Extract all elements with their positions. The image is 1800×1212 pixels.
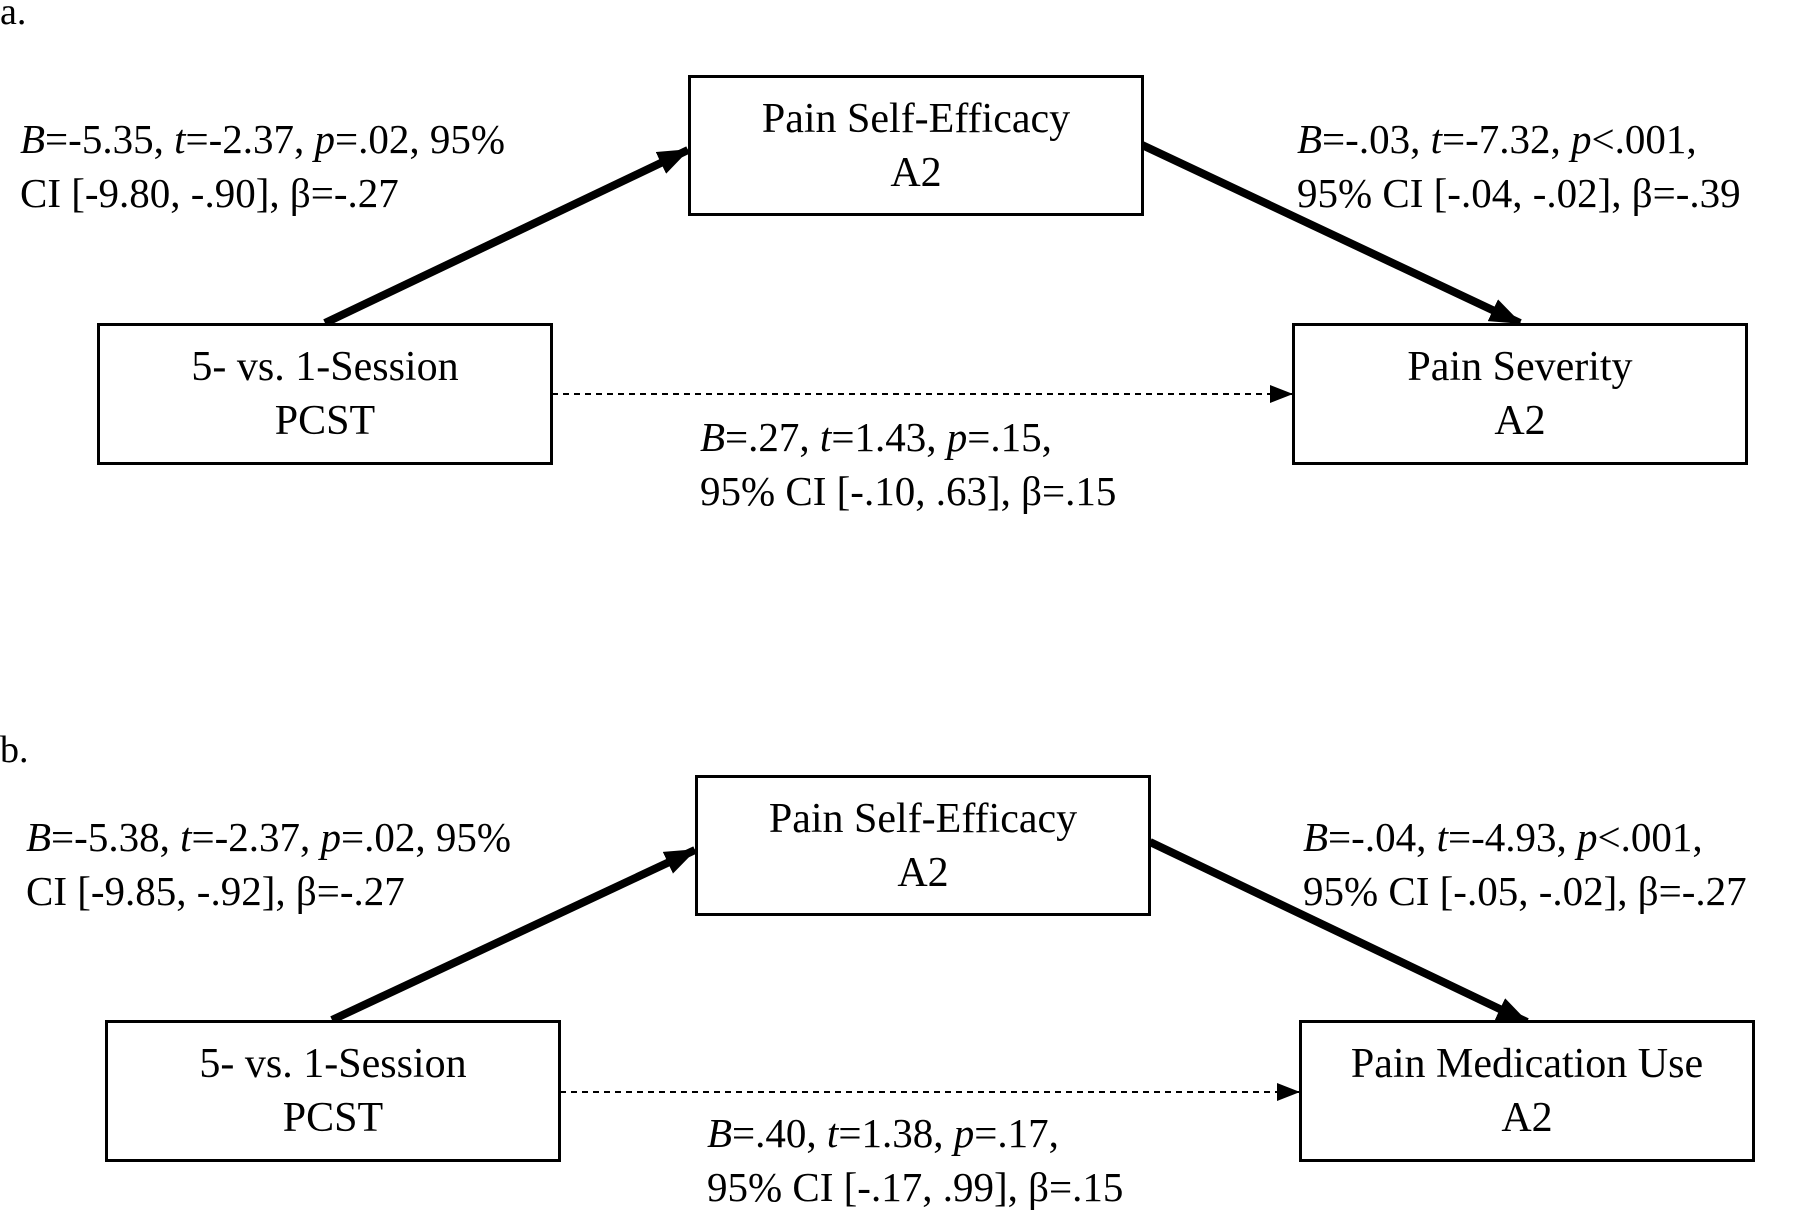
predictor-name: 5- vs. 1-Session [191,344,459,390]
path-a-stats-line1: B=-5.35, t=-2.37, p=.02, 95% [20,112,505,166]
outcome-name: Pain Medication Use [1350,1041,1704,1087]
p-value: <.001, [1597,814,1703,860]
p-symbol: p [953,1110,975,1156]
path-b-stats-line1: B=-.03, t=-7.32, p<.001, [1297,112,1741,166]
path-c-stats-line2: 95% CI [-.10, .63], β=.15 [700,468,1117,514]
t-symbol: t [1436,814,1448,860]
p-value: =.15, [967,414,1052,460]
coef-symbol-b: B [707,1110,733,1156]
mediator-box-panel-b: Pain Self-Efficacy A2 [695,775,1151,916]
t-value: =-2.37, [191,814,321,860]
panel-label-b: b. [0,729,29,771]
mediator-timepoint: A2 [890,149,942,196]
path-c-stats-line1: B=.40, t=1.38, p=.17, [707,1106,1123,1160]
path-b-stats-line1: B=-.04, t=-4.93, p<.001, [1303,810,1747,864]
predictor-box-panel-a: 5- vs. 1-Session PCST [97,323,553,465]
path-b-stats-line2: 95% CI [-.05, -.02], β=-.27 [1303,868,1747,914]
path-a-stats-line2: CI [-9.85, -.92], β=-.27 [26,868,405,914]
coef-value: =.27, [725,414,820,460]
path-b-arrow-panel-a [1138,140,1522,327]
t-symbol: t [1430,116,1442,162]
coef-symbol-b: B [20,116,46,162]
predictor-detail: PCST [274,398,376,444]
path-b-arrow-panel-b [1148,838,1529,1026]
t-value: =-7.32, [1441,116,1572,162]
path-a-stats-panel-b: B=-5.38, t=-2.37, p=.02, 95% CI [-9.85, … [26,810,511,918]
p-symbol: p [1571,116,1592,162]
outcome-timepoint: A2 [1501,1095,1553,1141]
path-b-stats-line2: 95% CI [-.04, -.02], β=-.39 [1297,170,1741,216]
path-c-stats-panel-a: B=.27, t=1.43, p=.15, 95% CI [-.10, .63]… [700,410,1116,518]
coef-symbol-b: B [1297,116,1323,162]
t-symbol: t [174,116,186,162]
p-symbol: p [946,414,968,460]
coef-value: =-.04, [1328,814,1437,860]
path-b-stats-panel-b: B=-.04, t=-4.93, p<.001, 95% CI [-.05, -… [1303,810,1747,918]
outcome-name: Pain Severity [1407,344,1633,390]
path-c-stats-panel-b: B=.40, t=1.38, p=.17, 95% CI [-.17, .99]… [707,1106,1123,1212]
coef-value: =-5.38, [51,814,181,860]
coef-symbol-b: B [1303,814,1329,860]
path-a-stats-line1: B=-5.38, t=-2.37, p=.02, 95% [26,810,511,864]
mediator-name: Pain Self-Efficacy [761,95,1071,142]
p-symbol: p [1577,814,1598,860]
outcome-box-panel-a: Pain Severity A2 [1292,323,1748,465]
coef-symbol-b: B [26,814,52,860]
path-b-stats-panel-a: B=-.03, t=-7.32, p<.001, 95% CI [-.04, -… [1297,112,1741,220]
t-value: =1.43, [831,414,947,460]
path-c-stats-line2: 95% CI [-.17, .99], β=.15 [707,1164,1124,1210]
predictor-box-panel-b: 5- vs. 1-Session PCST [105,1020,561,1162]
p-value: =.02, 95% [335,116,506,162]
predictor-detail: PCST [282,1095,384,1141]
mediator-timepoint: A2 [897,849,949,896]
outcome-box-panel-b: Pain Medication Use A2 [1299,1020,1755,1162]
path-a-arrow-panel-b [330,846,697,1024]
coef-value: =.40, [732,1110,827,1156]
t-value: =-4.93, [1447,814,1578,860]
p-value: <.001, [1591,116,1697,162]
p-symbol: p [320,814,342,860]
coef-symbol-b: B [700,414,726,460]
t-value: =-2.37, [185,116,315,162]
coef-value: =-.03, [1322,116,1431,162]
path-a-stats-line2: CI [-9.80, -.90], β=-.27 [20,170,399,216]
mediator-box-panel-a: Pain Self-Efficacy A2 [688,75,1144,216]
outcome-timepoint: A2 [1494,398,1546,444]
t-value: =1.38, [838,1110,954,1156]
t-symbol: t [180,814,192,860]
predictor-name: 5- vs. 1-Session [199,1041,467,1087]
coef-value: =-5.35, [45,116,175,162]
panel-label-a: a. [0,0,27,33]
path-c-stats-line1: B=.27, t=1.43, p=.15, [700,410,1116,464]
path-a-stats-panel-a: B=-5.35, t=-2.37, p=.02, 95% CI [-9.80, … [20,112,505,220]
p-value: =.02, 95% [341,814,512,860]
t-symbol: t [826,1110,839,1156]
path-a-arrow-panel-a [323,146,690,327]
p-symbol: p [314,116,336,162]
t-symbol: t [819,414,832,460]
mediator-name: Pain Self-Efficacy [768,795,1078,842]
p-value: =.17, [974,1110,1059,1156]
